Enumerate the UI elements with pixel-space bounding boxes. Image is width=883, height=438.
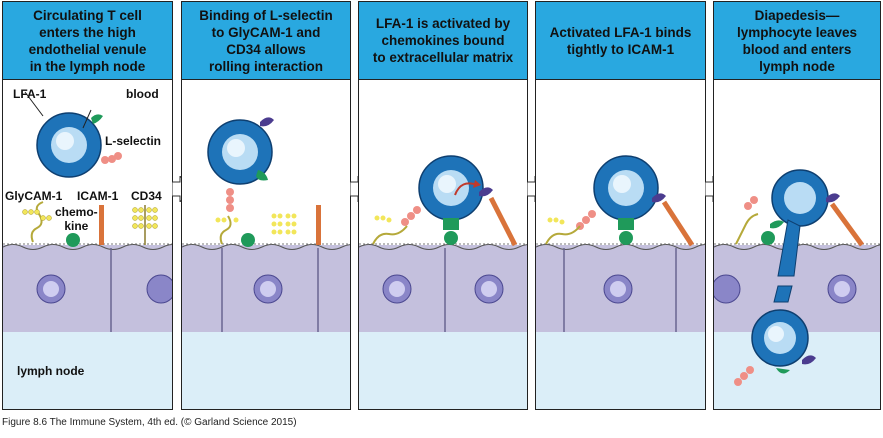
panel-2-title: Binding of L-selectin to GlyCAM-1 and CD…	[182, 2, 350, 80]
panel-2-illustration	[182, 117, 350, 409]
panel-3-illustration	[359, 155, 527, 409]
t-cell-upper	[771, 169, 829, 277]
t-cell-lower	[751, 285, 809, 367]
label-blood: blood	[126, 87, 159, 101]
label-icam1: ICAM-1	[77, 189, 119, 203]
t-cell	[36, 112, 102, 178]
label-cd34: CD34	[131, 189, 162, 203]
panel-2: Binding of L-selectin to GlyCAM-1 and CD…	[181, 1, 351, 410]
label-l-selectin: L-selectin	[105, 134, 162, 148]
cd34-marker	[132, 207, 158, 229]
panel-5: Diapedesis— lymphocyte leaves blood and …	[713, 1, 881, 410]
chemokine-marker	[66, 233, 80, 247]
t-cell	[207, 119, 273, 185]
figure-caption: Figure 8.6 The Immune System, 4th ed. (©…	[2, 417, 297, 428]
label-glycam1: GlyCAM-1	[5, 189, 63, 203]
l-selectin-marker	[101, 152, 122, 164]
panel-3: LFA-1 is activated by chemokines bound t…	[358, 1, 528, 410]
t-cell	[593, 155, 659, 221]
panel-1: Circulating T cell enters the high endot…	[2, 1, 173, 410]
label-chemokine: chemo- kine	[55, 205, 98, 233]
panel-4: Activated LFA-1 binds tightly to ICAM-1	[535, 1, 706, 410]
panel-4-illustration	[536, 155, 705, 409]
glycam1-marker	[30, 201, 44, 243]
panel-4-title: Activated LFA-1 binds tightly to ICAM-1	[536, 2, 705, 80]
lfa1-marker	[91, 114, 103, 124]
icam1-marker	[99, 205, 104, 245]
label-lfa1: LFA-1	[13, 87, 47, 101]
panel-1-title: Circulating T cell enters the high endot…	[3, 2, 172, 80]
panel-5-illustration	[714, 169, 880, 409]
panel-1-illustration	[3, 91, 172, 409]
label-lymph-node: lymph node	[17, 364, 85, 378]
panel-3-title: LFA-1 is activated by chemokines bound t…	[359, 2, 527, 80]
panel-5-title: Diapedesis— lymphocyte leaves blood and …	[714, 2, 880, 80]
t-cell	[418, 155, 484, 221]
